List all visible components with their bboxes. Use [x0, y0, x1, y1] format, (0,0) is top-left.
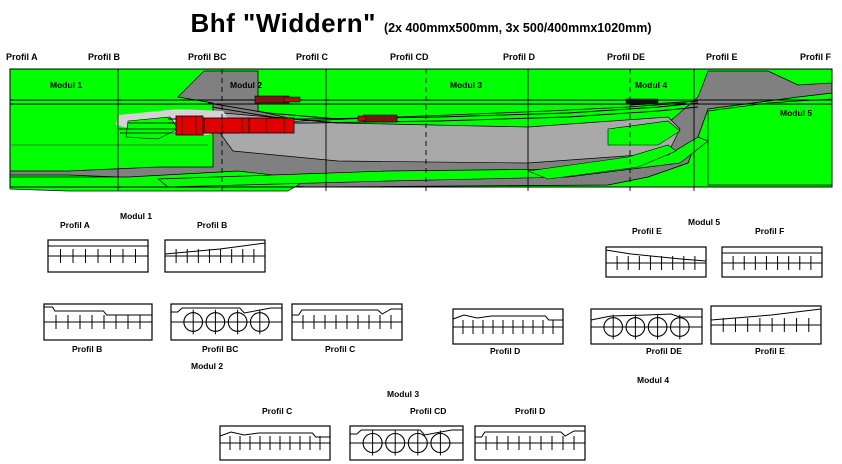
page-subtitle: (2x 400mmx500mm, 3x 500/400mmx1020mm) [383, 21, 652, 35]
section-modul-caption-row-modul-4: Modul 4 [637, 375, 670, 385]
section-profil-b [40, 300, 156, 344]
section-profil-cd-svg [349, 425, 464, 461]
section-profil-d-mid [449, 305, 567, 348]
section-profil-cd-terrain-line [350, 429, 463, 436]
grass-tongue-modul4-lower [526, 144, 677, 180]
section-modul-caption-row-modul-2: Modul 2 [191, 361, 224, 371]
section-profil-e-top-outline [605, 246, 707, 278]
section-profil-c-mid [288, 300, 406, 344]
train-car-3 [248, 117, 295, 134]
module-division-lines [117, 69, 695, 191]
section-profil-b-top-svg [164, 239, 266, 273]
grass-band-right [707, 98, 833, 186]
title-block: Bhf "Widdern" (2x 400mmx500mm, 3x 500/400… [0, 8, 842, 39]
section-profil-e-mid [707, 302, 825, 348]
section-profil-b-label: Profil B [72, 344, 103, 354]
plan-view: Modul 1 Modul 2 Modul 3 Modul 4 Modul 5 [8, 67, 834, 193]
top-profile-label-profil-bc: Profil BC [188, 52, 227, 62]
section-profil-bc-label: Profil BC [202, 344, 239, 354]
top-profile-label-profil-d: Profil D [503, 52, 536, 62]
section-profil-e-mid-terrain-line [710, 308, 822, 321]
section-profil-c-bot [216, 422, 334, 464]
train-consist-red [175, 115, 295, 136]
section-profil-cd [346, 422, 467, 464]
plan-frame [9, 68, 833, 188]
page-title: Bhf "Widdern" [190, 8, 376, 38]
section-profil-b-terrain-line [44, 306, 152, 316]
section-modul-caption-row-modul-1: Modul 1 [120, 211, 153, 221]
section-profil-d-mid-terrain-line [452, 314, 563, 321]
section-profil-de [587, 305, 706, 348]
plan-modul-label-5: Modul 5 [780, 108, 813, 118]
grass-tongue-modul4 [607, 120, 681, 146]
section-profil-f-outline [721, 246, 823, 278]
section-profil-d-bot [471, 422, 589, 464]
plan-view-svg [9, 68, 833, 192]
section-profil-a-svg [47, 239, 149, 273]
section-profil-e-top-svg [605, 246, 707, 278]
section-profil-c-mid-terrain-line [292, 308, 402, 316]
section-profil-e-mid-svg [710, 305, 822, 345]
section-profil-f [718, 243, 826, 281]
section-profil-c-bot-terrain-line [219, 431, 330, 438]
section-profil-bc [167, 300, 286, 344]
section-profil-d-bot-terrain-line [475, 430, 585, 438]
section-profil-b-svg [43, 303, 153, 341]
section-profil-f-svg [721, 246, 823, 278]
section-profil-d-bot-svg [474, 425, 586, 461]
section-modul-caption-row-modul-3: Modul 3 [387, 389, 420, 399]
loco-right [625, 98, 659, 105]
loco-main-track [254, 95, 301, 104]
top-profile-label-profil-e: Profil E [706, 52, 738, 62]
section-profil-de-terrain-line [590, 313, 702, 321]
loco-body-right [625, 98, 659, 105]
turnout-right [629, 100, 699, 106]
grass-wedge-station [125, 116, 179, 140]
section-profil-e-top [602, 243, 710, 281]
plan-modul-label-2: Modul 2 [230, 80, 263, 90]
section-profil-d-bot-label: Profil D [515, 406, 546, 416]
loco-cab-upper [283, 96, 301, 103]
section-profil-b-top-label: Profil B [197, 220, 228, 230]
plan-modul-label-1: Modul 1 [50, 80, 83, 90]
loco-body-siding [362, 114, 398, 123]
section-profil-c-bot-svg [219, 425, 331, 461]
top-profile-label-profil-a: Profil A [6, 52, 38, 62]
section-profil-c-mid-svg [291, 303, 403, 341]
section-profil-bc-terrain-line [171, 307, 282, 314]
section-profil-e-top-terrain-line [605, 249, 707, 262]
section-profil-de-svg [590, 308, 703, 345]
top-profile-label-profil-f: Profil F [800, 52, 831, 62]
plan-modul-label-4: Modul 4 [635, 80, 668, 90]
top-profile-label-profil-c: Profil C [296, 52, 329, 62]
loco-cab-siding [357, 115, 367, 122]
top-profile-label-profil-de: Profil DE [607, 52, 646, 62]
plan-modul-label-3: Modul 3 [450, 80, 483, 90]
train-car-1 [175, 115, 204, 136]
section-profil-cd-label: Profil CD [410, 406, 447, 416]
grass-wedge-bottom-left [9, 170, 310, 192]
section-profil-a-label: Profil A [60, 220, 90, 230]
section-profil-d-mid-label: Profil D [490, 346, 521, 356]
section-profil-f-label: Profil F [755, 226, 785, 236]
section-profil-bc-svg [170, 303, 283, 341]
section-profil-b-top [161, 236, 269, 276]
top-profile-label-profil-b: Profil B [88, 52, 121, 62]
loco-siding [357, 114, 398, 123]
section-profil-e-top-label: Profil E [632, 226, 662, 236]
turnout-left [207, 102, 339, 120]
section-profil-de-label: Profil DE [646, 346, 682, 356]
top-profile-label-profil-cd: Profil CD [390, 52, 429, 62]
section-profil-c-mid-label: Profil C [325, 344, 356, 354]
section-profil-e-mid-label: Profil E [755, 346, 785, 356]
turnout-left-b [211, 106, 339, 124]
section-profil-a [44, 236, 152, 276]
section-profil-d-mid-svg [452, 308, 564, 345]
section-profil-c-bot-label: Profil C [262, 406, 293, 416]
section-modul-caption-row-modul-5: Modul 5 [688, 217, 721, 227]
section-profil-b-top-terrain-line [164, 242, 266, 255]
